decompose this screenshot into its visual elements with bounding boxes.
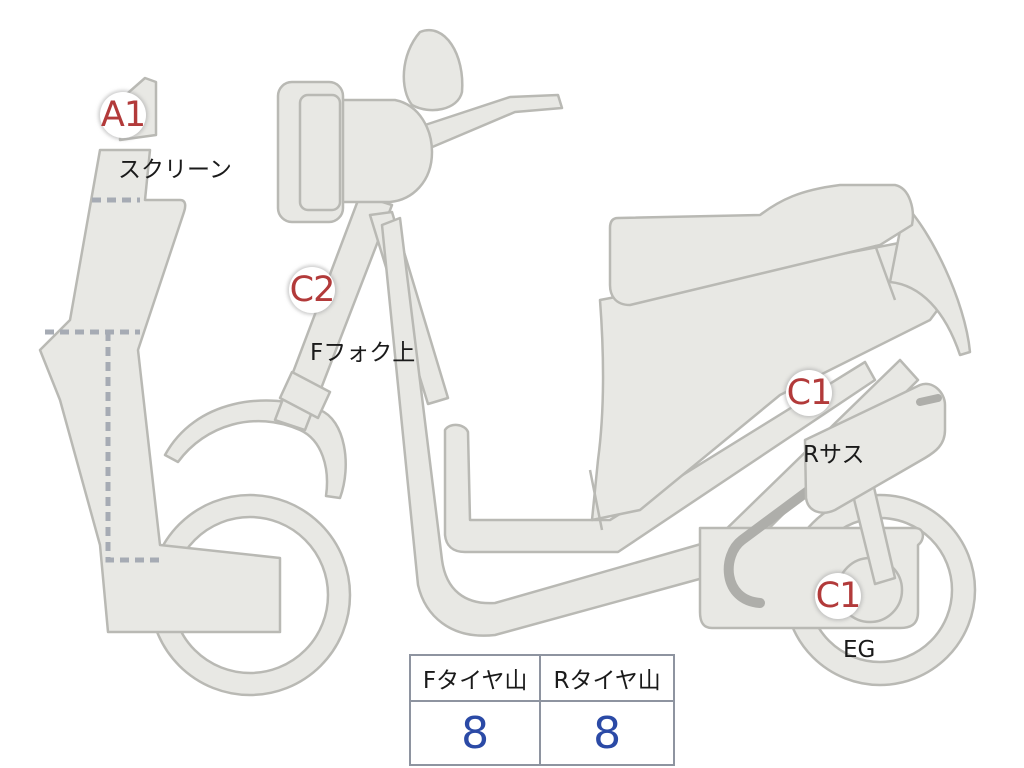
marker-label-screen: スクリーン <box>118 157 232 183</box>
leg-shield <box>38 148 282 634</box>
floor-board <box>443 360 877 554</box>
front-tire-tread-value: 8 <box>408 700 542 766</box>
fork-collar <box>278 370 332 420</box>
handle-cowl <box>333 98 434 204</box>
rear-fender <box>888 203 972 357</box>
marker-label-engine: EG <box>843 637 876 663</box>
body-panel <box>590 238 947 522</box>
marker-code: A1 <box>100 95 146 135</box>
air-filter-box <box>803 382 947 514</box>
marker-code: C1 <box>786 373 833 413</box>
exhaust-pipe <box>723 483 817 608</box>
marker-code: C2 <box>289 270 336 310</box>
front-tire-tread-header: Fタイヤ山 <box>408 654 542 702</box>
seat <box>608 183 914 307</box>
marker-badge-rear-suspension: C1 <box>786 370 832 416</box>
tread-header-row: Fタイヤ山 Rタイヤ山 <box>408 654 675 702</box>
rear-tire-tread-header: Rタイヤ山 <box>539 654 675 702</box>
tire-tread-table: Fタイヤ山 Rタイヤ山 8 8 <box>408 654 675 766</box>
shield-guide-mid <box>45 329 165 563</box>
rear-tire-tread-value: 8 <box>539 700 675 766</box>
marker-label-rear-suspension: Rサス <box>803 442 865 468</box>
marker-badge-engine: C1 <box>815 573 861 619</box>
marker-badge-front-fork: C2 <box>289 267 335 313</box>
marker-label-front-fork: Fフォク上 <box>310 340 416 366</box>
tread-value-row: 8 8 <box>408 700 675 766</box>
marker-code: C1 <box>815 576 862 616</box>
mirror <box>402 29 464 112</box>
marker-badge-screen: A1 <box>100 92 146 138</box>
